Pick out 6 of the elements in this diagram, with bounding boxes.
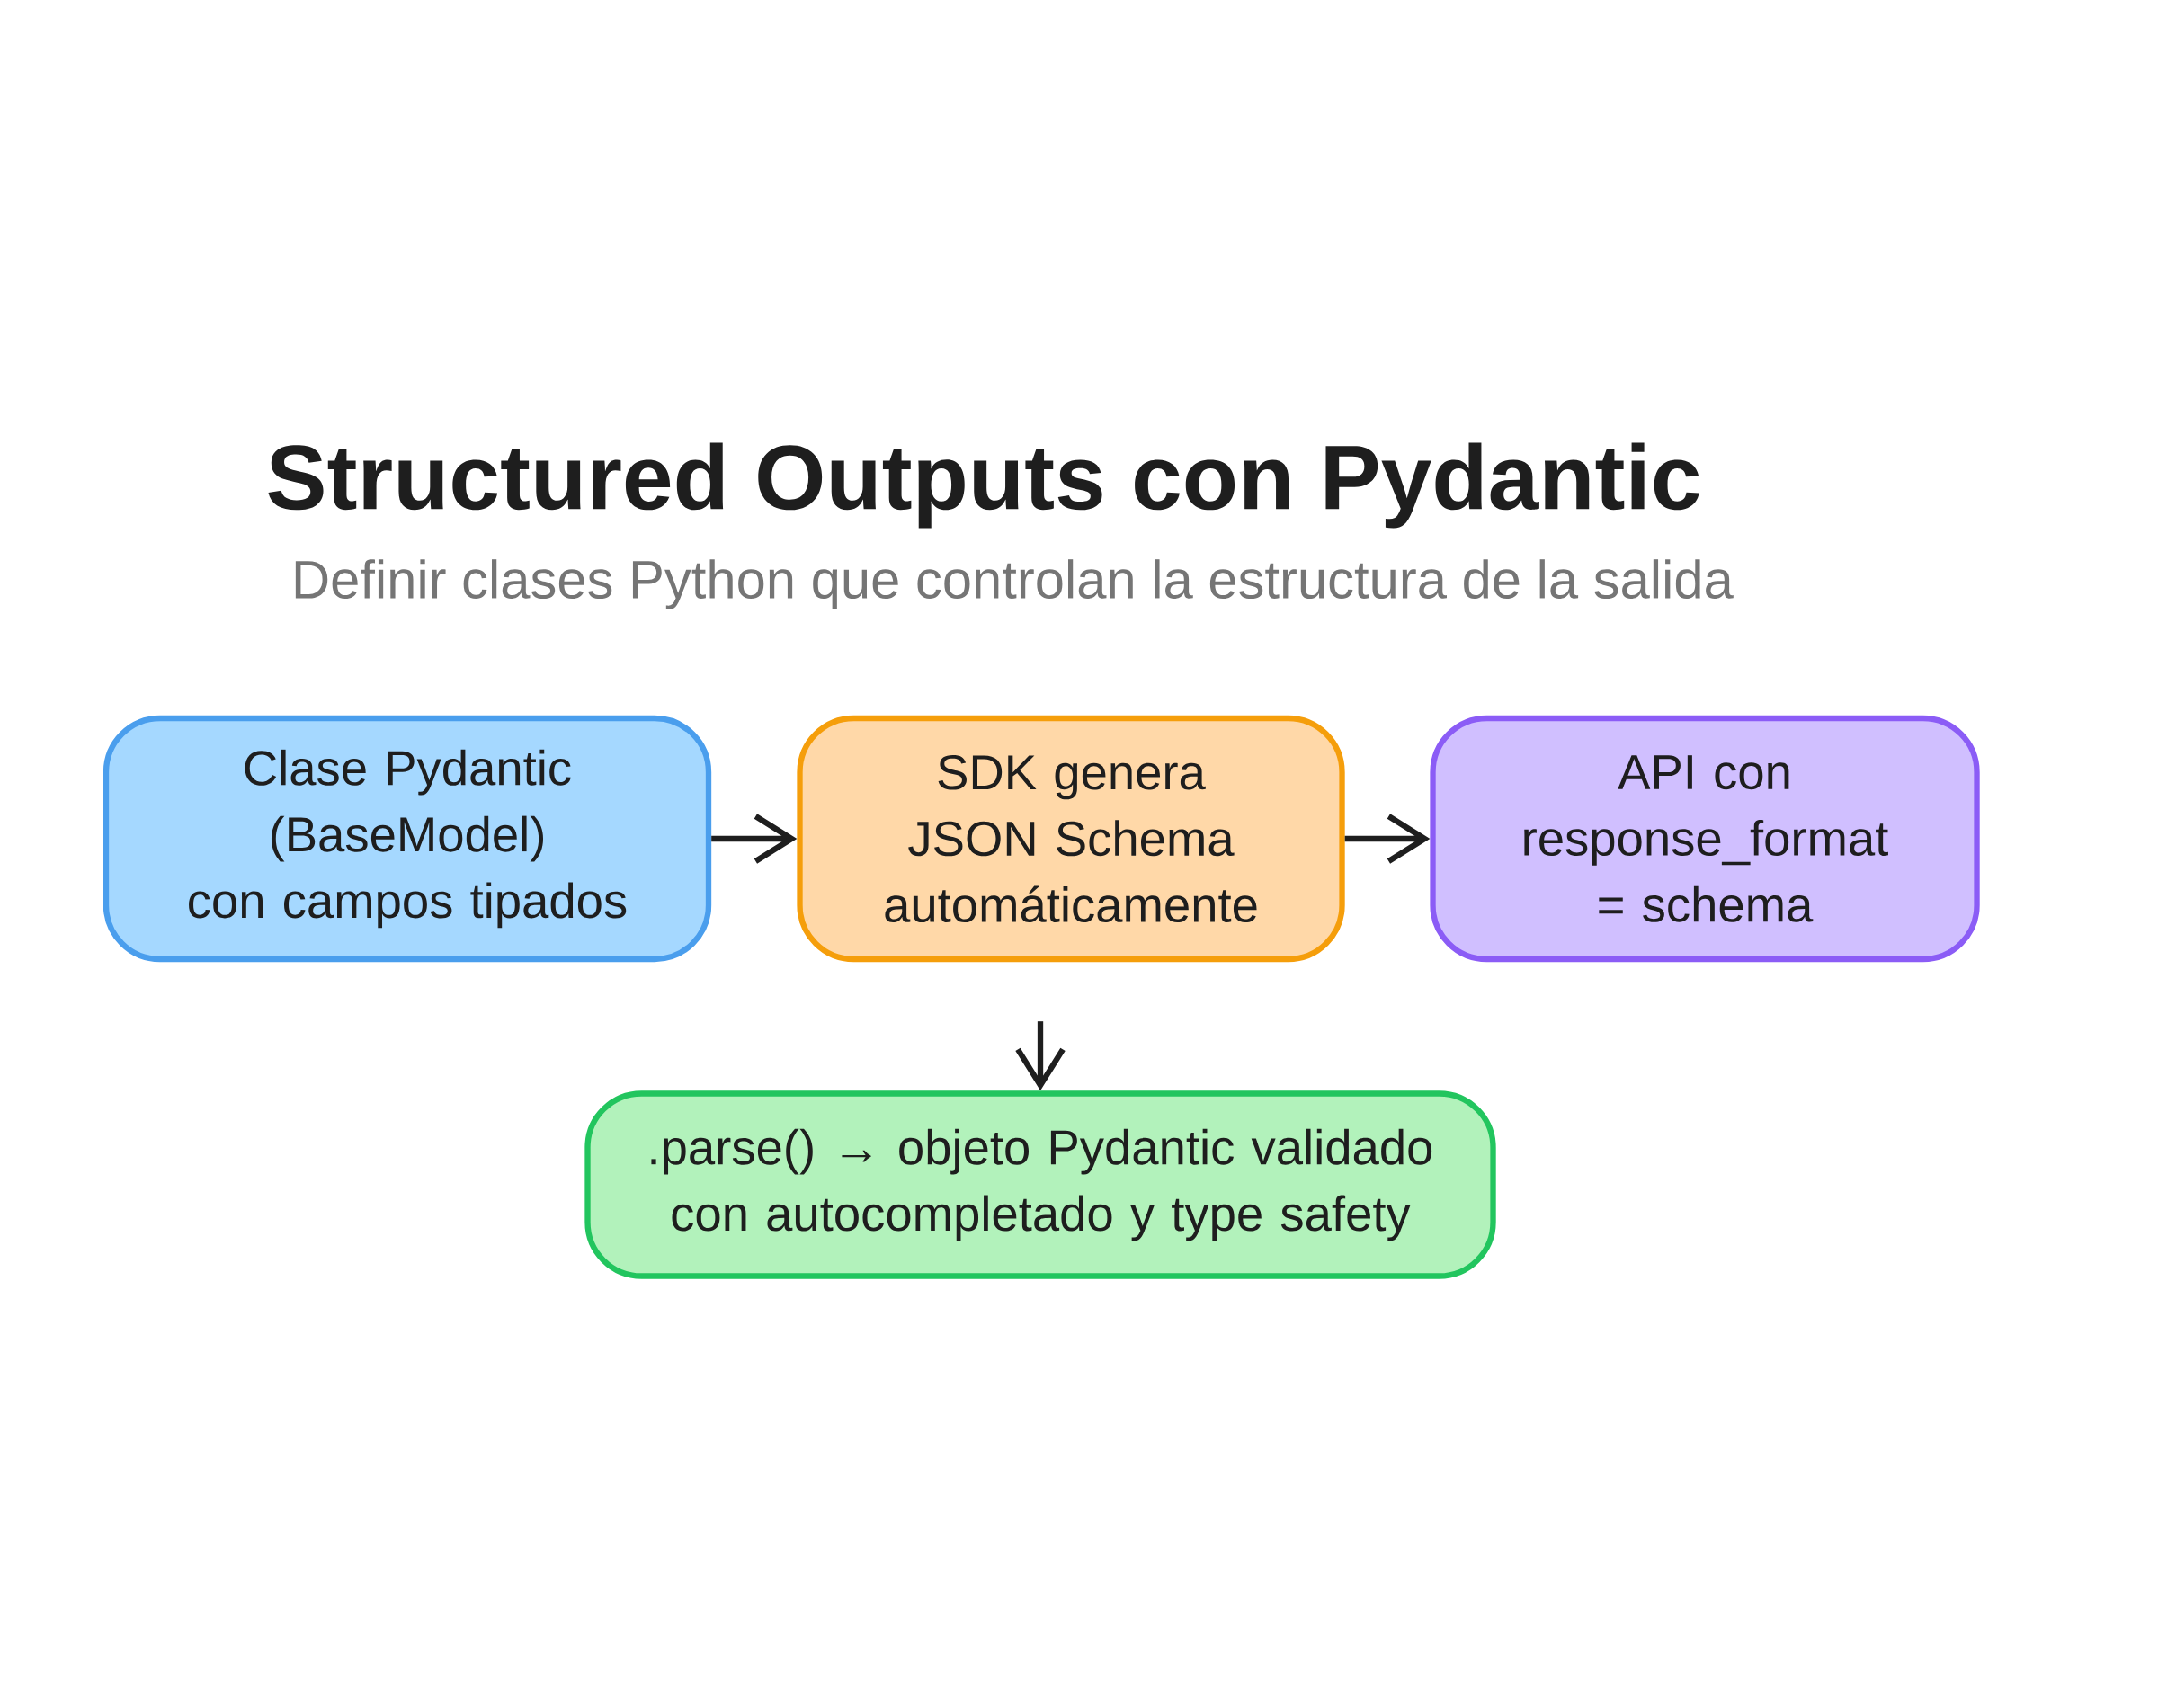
title: Structured Outputs con Pydantic — [268, 442, 1699, 529]
subtitle: Definir clases Python que controlan la estructura de la salida — [295, 559, 1734, 609]
process-box: SDK genera JSON Schema automáticamente — [797, 715, 1345, 963]
process-box: Clase Pydantic (BaseModel) con campos tipados — [103, 715, 712, 963]
process-box: API con response_format = schema — [1430, 715, 1980, 963]
process-box: .parse() → objeto Pydantic validado con autocompletado y type safety — [584, 1090, 1496, 1279]
